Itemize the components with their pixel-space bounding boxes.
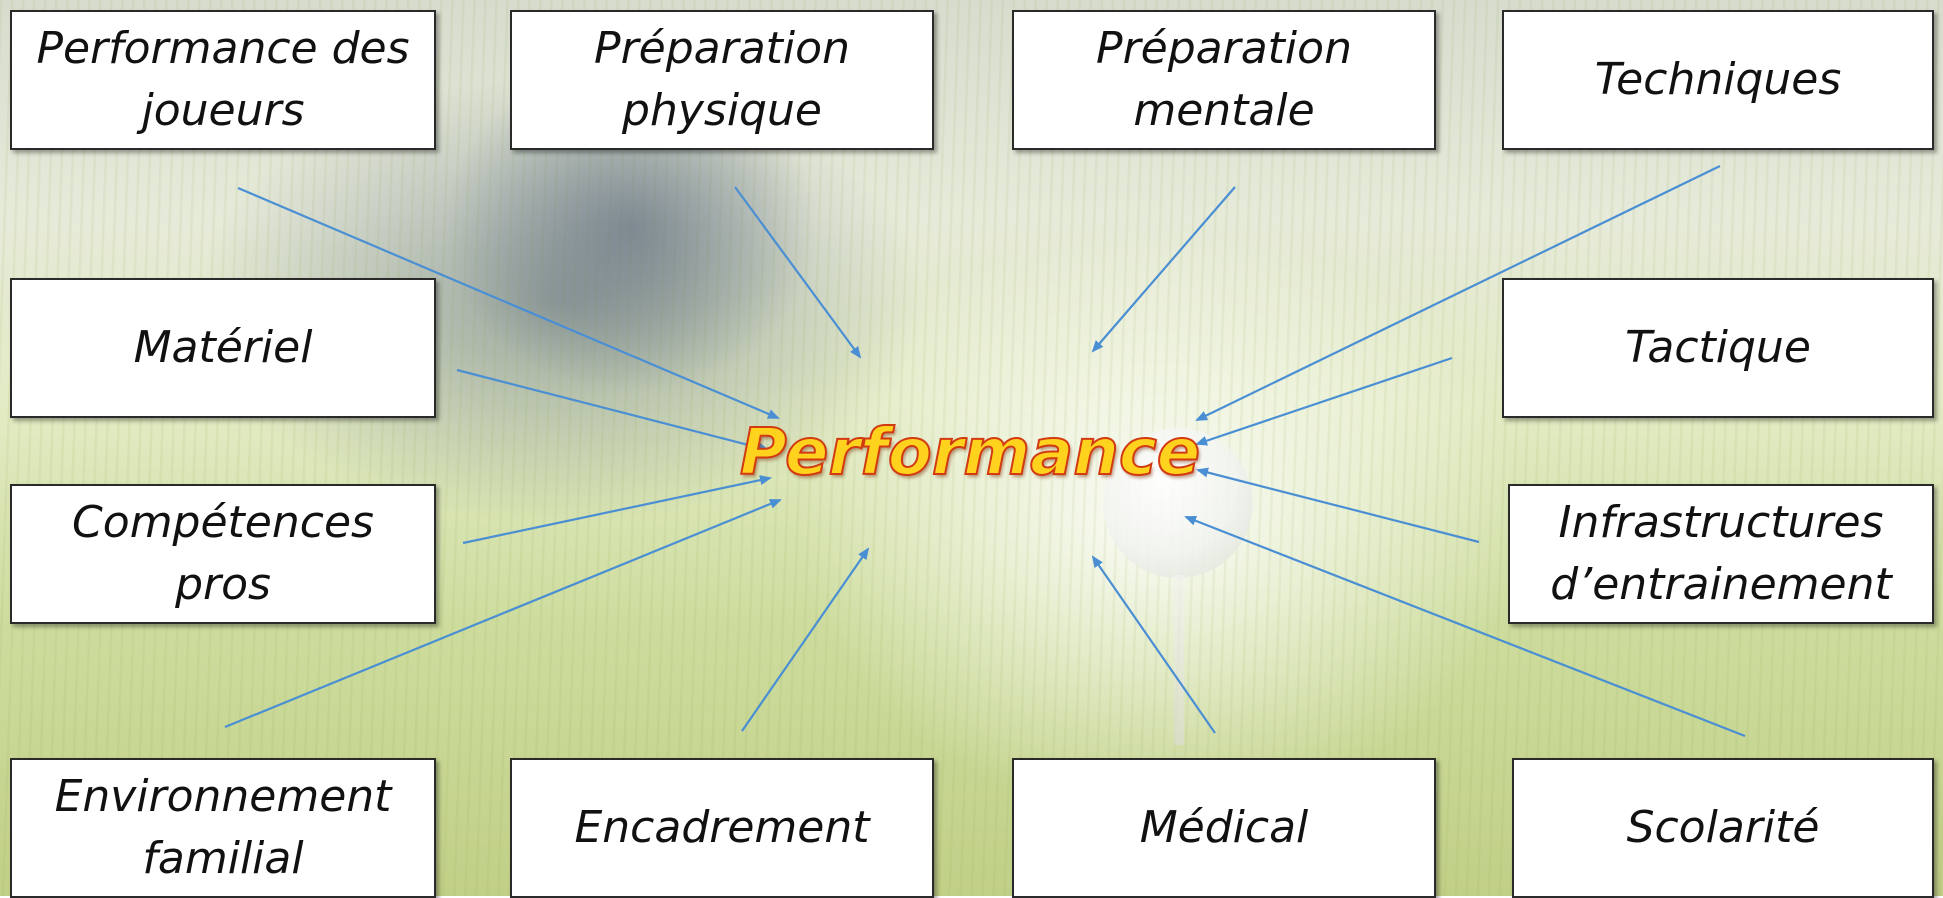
label-medical: Médical [1139,802,1309,853]
arrow-techniques [1195,165,1721,421]
box-techniques: Techniques [1502,10,1934,150]
box-scolarite: Scolarité [1512,758,1934,898]
arrow-performance-joueurs [237,186,780,420]
golf-ball-image [1103,428,1253,578]
center-title: Performance [739,415,1201,491]
label-preparation-physique: Préparation physique [594,23,850,136]
arrow-environnement-familial [224,498,782,729]
arrow-scolarite [1184,515,1746,738]
arrow-preparation-physique [734,186,862,359]
box-infrastructures: Infrastructures d’entrainement [1508,484,1934,624]
label-performance-joueurs: Performance des joueurs [36,23,410,136]
box-encadrement: Encadrement [510,758,934,898]
box-preparation-physique: Préparation physique [510,10,934,150]
golf-tee-image [1174,575,1184,745]
box-environnement-familial: Environnement familial [10,758,436,898]
label-environnement-familial: Environnement familial [54,771,392,884]
arrow-medical [1091,555,1216,734]
arrow-materiel [456,368,770,453]
arrow-tactique [1195,356,1453,446]
box-competences-pros: Compétences pros [10,484,436,624]
box-materiel: Matériel [10,278,436,418]
label-scolarite: Scolarité [1626,802,1820,853]
box-tactique: Tactique [1502,278,1934,418]
box-performance-joueurs: Performance des joueurs [10,10,436,150]
arrow-competences-pros [462,475,772,545]
box-preparation-mentale: Préparation mentale [1012,10,1436,150]
arrow-infrastructures [1196,467,1480,544]
box-medical: Médical [1012,758,1436,898]
label-techniques: Techniques [1594,54,1842,105]
label-tactique: Tactique [1625,322,1811,373]
label-encadrement: Encadrement [574,802,870,853]
label-infrastructures: Infrastructures d’entrainement [1550,497,1892,610]
label-materiel: Matériel [133,322,313,373]
label-competences-pros: Compétences pros [72,497,374,610]
arrow-encadrement [741,547,870,732]
arrow-preparation-mentale [1091,186,1236,353]
label-preparation-mentale: Préparation mentale [1096,23,1352,136]
